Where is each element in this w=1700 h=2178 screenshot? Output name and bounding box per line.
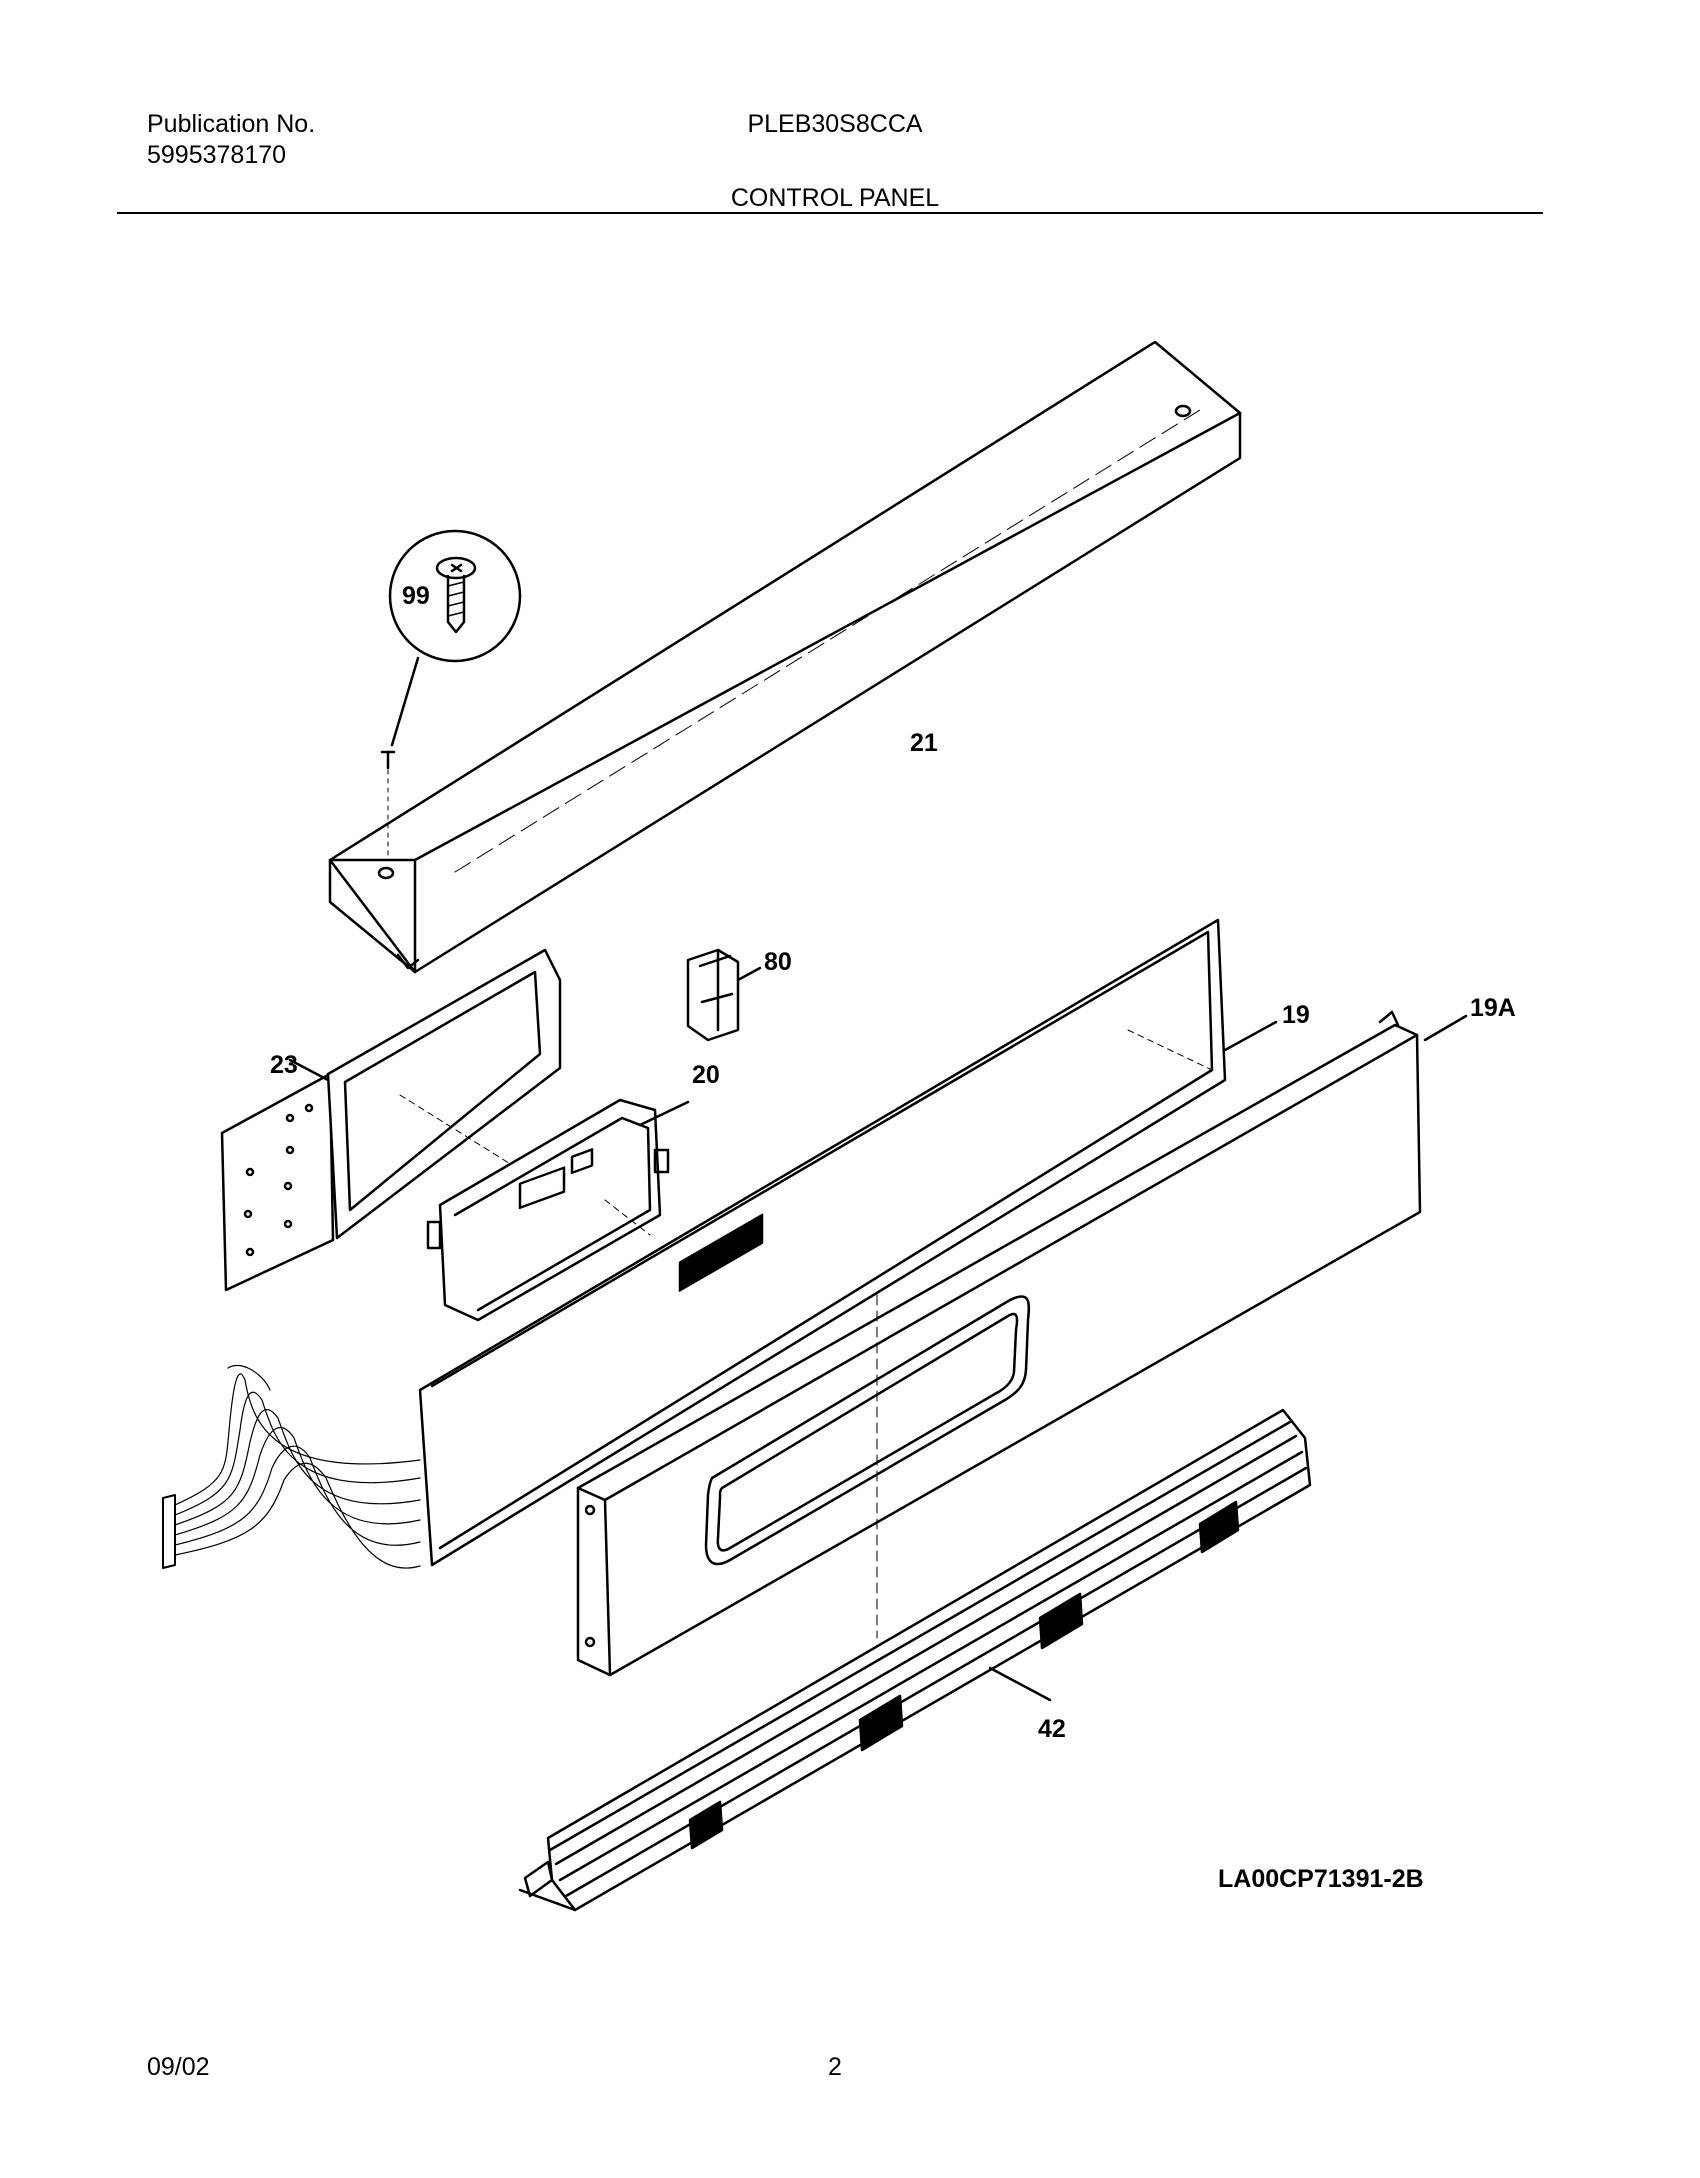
back-panel-part	[418, 918, 1278, 1567]
frame-part	[220, 948, 562, 1292]
callout-top-trim: 21	[910, 729, 938, 757]
publication-label: Publication No.	[147, 110, 316, 138]
callout-frame: 23	[270, 1051, 298, 1079]
control-board-part	[426, 1098, 690, 1322]
callout-panel-back: 19	[1282, 1001, 1310, 1029]
section-title: CONTROL PANEL	[730, 184, 940, 212]
callout-control-board: 20	[692, 1061, 720, 1089]
callout-panel-front: 19A	[1470, 994, 1516, 1022]
callout-screw: 99	[402, 582, 430, 610]
ribbon-cable-part	[162, 1364, 421, 1569]
footer-date: 09/02	[147, 2053, 210, 2081]
callout-bracket: 80	[764, 948, 792, 976]
diagram-code: LA00CP71391-2B	[1218, 1865, 1424, 1893]
top-trim-part	[328, 340, 1242, 974]
header-rule	[117, 212, 1543, 214]
screw-detail-part	[380, 529, 522, 861]
page-number: 2	[828, 2053, 842, 2081]
front-panel-part	[576, 1010, 1468, 1677]
model-number: PLEB30S8CCA	[747, 110, 923, 138]
vent-trim-part	[518, 1408, 1312, 1912]
callout-vent: 42	[1038, 1715, 1066, 1743]
publication-number: 5995378170	[147, 141, 287, 169]
bracket-part	[686, 948, 762, 1042]
